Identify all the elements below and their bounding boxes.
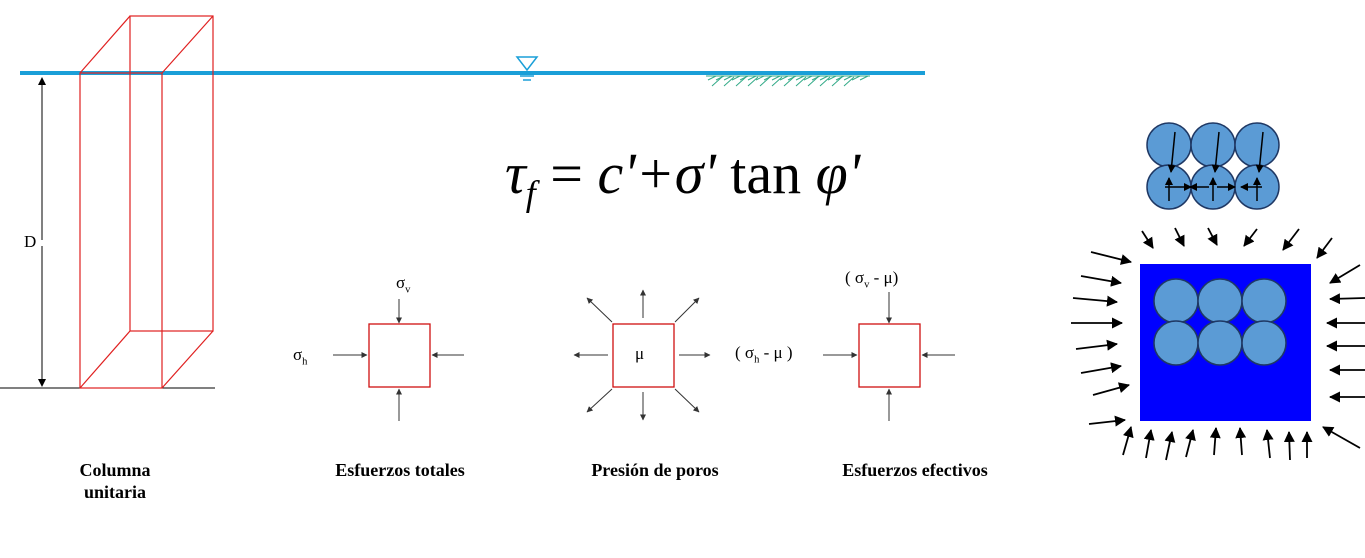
effective-vertical-label: ( σv - μ): [845, 268, 899, 291]
effective-horizontal-label: ( σh - μ ): [735, 343, 793, 366]
ground-hatch: [706, 75, 870, 87]
shear-strength-formula: τf = c'+σ' tan φ': [505, 140, 860, 215]
formula-c-term: c'+: [597, 141, 675, 206]
total-stress-element: [368, 323, 431, 388]
effective-stress-caption: Esfuerzos efectivos: [842, 460, 988, 480]
effective-stress-element: [858, 323, 921, 388]
column-caption-line1: Columna: [79, 460, 151, 480]
formula-tan: tan: [730, 141, 802, 206]
formula-sigma-term: σ': [674, 141, 716, 206]
total-stress-caption: Esfuerzos totales: [335, 460, 465, 480]
total-sigma-h-label: σh: [293, 345, 308, 368]
unit-column-prism: [79, 15, 214, 389]
pore-mu-label: μ: [635, 344, 645, 363]
column-caption-line2: unitaria: [83, 482, 146, 502]
grain-contact-arrows: [1165, 131, 1264, 201]
total-sigma-v-label: σv: [396, 273, 411, 296]
pore-pressure-arrows: [573, 289, 711, 421]
water-level-symbol: [515, 56, 539, 81]
pore-pressure-caption: Presión de poros: [591, 460, 719, 480]
formula-tau-subscript: f: [525, 173, 536, 214]
grain-cluster-top: [1146, 122, 1280, 210]
confining-stress-arrows: [1071, 227, 1365, 461]
formula-equals: =: [550, 141, 583, 206]
grain-cluster-box: [1153, 278, 1287, 366]
formula-tau: τ: [505, 141, 526, 206]
pore-pressure-element: [612, 323, 675, 388]
column-caption: Columna unitaria: [60, 459, 170, 503]
formula-phi-term: φ': [815, 141, 861, 206]
depth-label: D: [24, 232, 37, 251]
